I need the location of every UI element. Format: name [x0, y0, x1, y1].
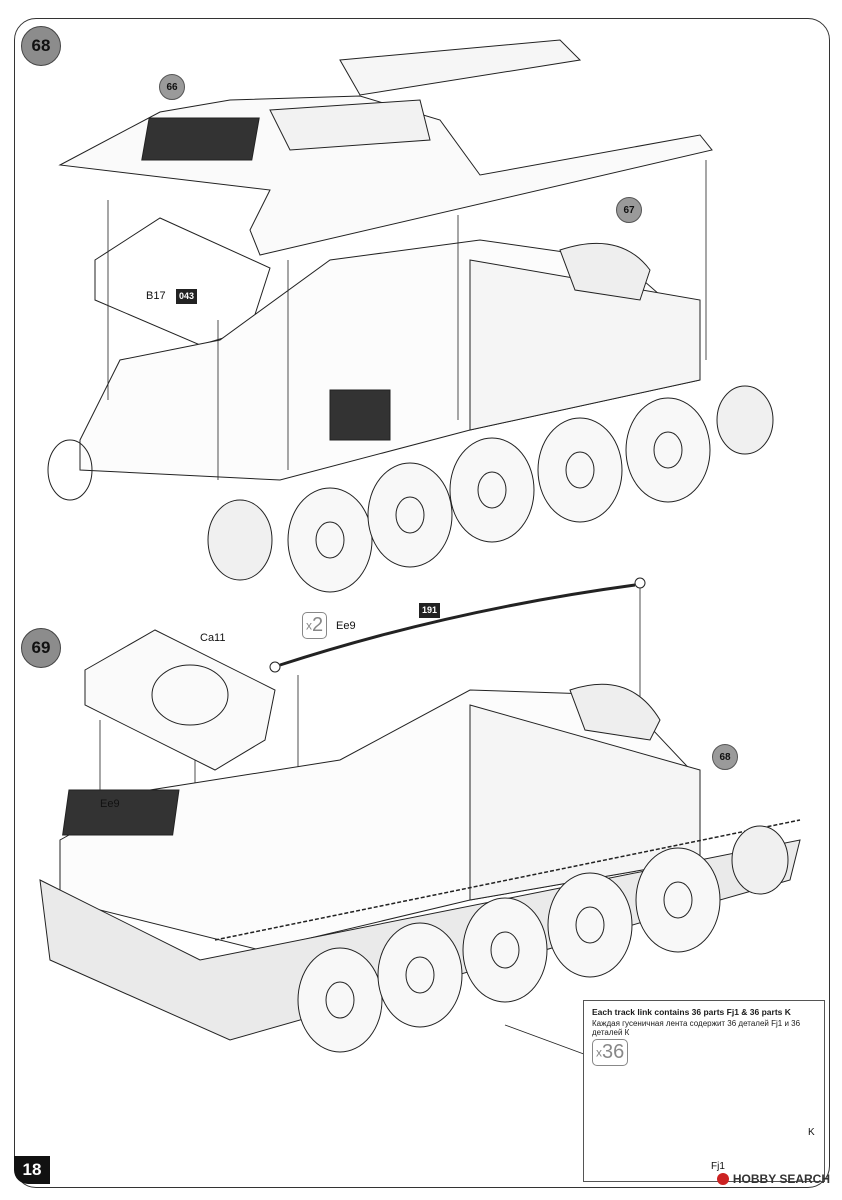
part-label-ee9-top: Ee9: [336, 620, 356, 632]
page-frame: [14, 18, 830, 1188]
watermark: HOBBY SEARCH: [716, 1172, 830, 1186]
qty-box-track: x36: [592, 1039, 629, 1066]
part-label-fj1: Fj1: [711, 1161, 725, 1172]
part-label-k: K: [808, 1127, 815, 1138]
track-link-inset: Each track link contains 36 parts Fj1 & …: [583, 1000, 825, 1182]
callout-exhaust-cover: 67: [616, 197, 642, 223]
qty-track-count: 36: [602, 1041, 625, 1063]
part-label-b17: B17: [146, 290, 166, 302]
qty-prefix: x: [306, 618, 312, 633]
inset-text-ru: Каждая гусеничная лента содержит 36 дета…: [592, 1019, 801, 1037]
page-number: 18: [14, 1156, 50, 1184]
qty-prefix: x: [596, 1045, 602, 1060]
inset-text-en: Each track link contains 36 parts Fj1 & …: [592, 1007, 791, 1017]
callout-completed-step: 68: [712, 744, 738, 770]
watermark-text: HOBBY SEARCH: [732, 1172, 830, 1186]
step-69-badge: 69: [21, 628, 61, 668]
part-label-ca11: Ca11: [200, 632, 226, 644]
callout-hull-top: 66: [159, 74, 185, 100]
watermark-icon: [716, 1173, 729, 1185]
part-label-ee9-left: Ee9: [100, 798, 120, 810]
part-code-191: 191: [419, 603, 441, 618]
part-code-043: 043: [176, 289, 198, 304]
qty-cable-count: 2: [312, 614, 324, 636]
step-68-badge: 68: [21, 26, 61, 66]
qty-box-cable: x2: [302, 612, 328, 639]
